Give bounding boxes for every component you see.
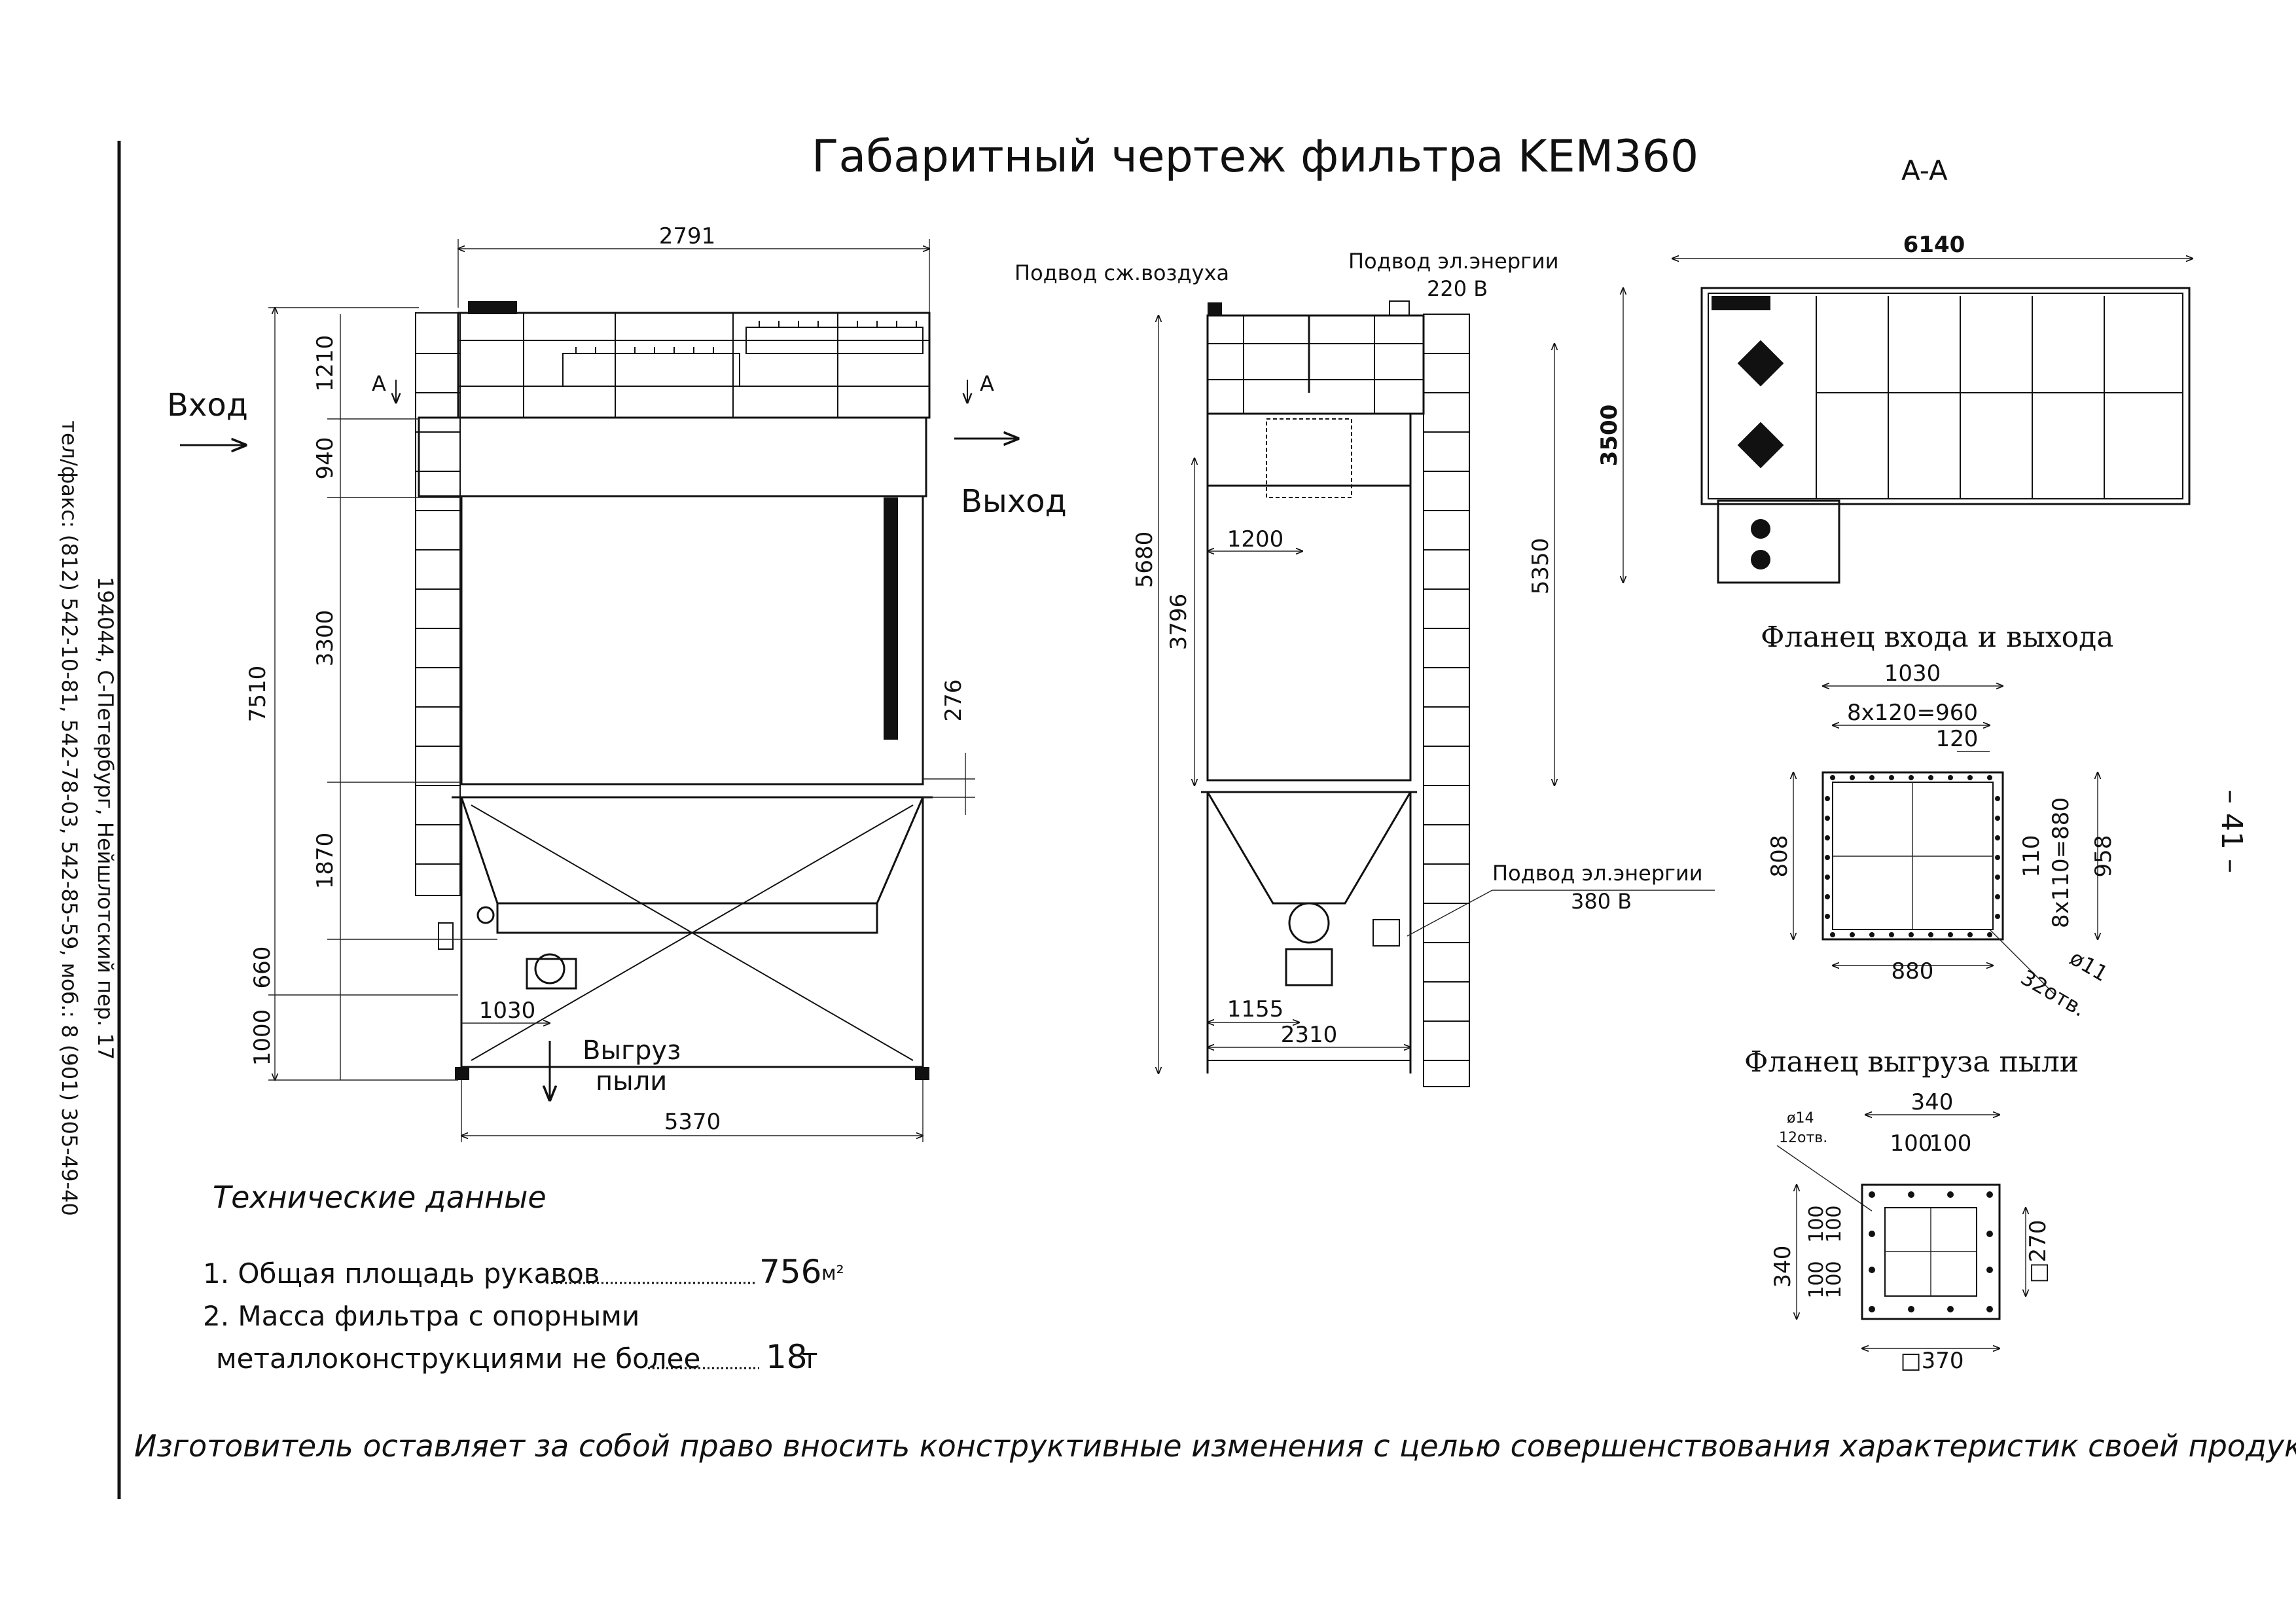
dim-dust-v-d: 100 <box>1823 1261 1846 1298</box>
dust-label-2: пыли <box>596 1066 667 1096</box>
tech-item2-label-a: 2. Масса фильтра с опорными <box>203 1300 639 1332</box>
dim-dust-step-a: 100 <box>1890 1130 1933 1157</box>
dust-hole-count: 12отв. <box>1779 1130 1827 1146</box>
dim-flange-pitch: 8x120=960 <box>1847 700 1978 726</box>
section-mark-right: A <box>980 371 994 396</box>
side-view: Подвод сж.воздуха Подвод эл.энергии 220 … <box>1014 249 1715 1087</box>
dim-total-height: 7510 <box>245 666 271 723</box>
dust-hole-diameter: ø14 <box>1787 1110 1814 1127</box>
tech-item1-label: 1. Общая площадь рукавов <box>203 1257 600 1290</box>
tech-item1-unit: м² <box>821 1262 844 1285</box>
dim-side-height: 5680 <box>1132 532 1158 588</box>
plan-view: 6140 3500 <box>1596 232 2193 584</box>
air-supply-label: Подвод сж.воздуха <box>1014 261 1229 285</box>
dim-flange-pitch-v: 8x110=880 <box>2048 797 2074 928</box>
page-number: – 41 – <box>2215 789 2248 873</box>
dim-dust-v-a: 100 <box>1805 1205 1828 1242</box>
power-380-label-2: 380 В <box>1571 889 1632 914</box>
dim-h3: 3300 <box>312 610 338 667</box>
dim-flange-outer-width: 1030 <box>1884 660 1941 687</box>
dim-flange-width: 1200 <box>1227 526 1284 552</box>
flange-dust: Фланец выгруза пыли 340 ø14 12отв. 100 1… <box>1744 1045 2079 1374</box>
dim-body-height: 3796 <box>1166 594 1192 651</box>
side-address: 194044, С-Петербург, Нейшлотский пер. 17… <box>57 420 118 1216</box>
tech-item1-value: 756 <box>759 1253 821 1291</box>
page-title: Габаритный чертеж фильтра KEM360 <box>812 131 1698 183</box>
tech-data-title: Технические данные <box>213 1180 547 1215</box>
dim-plan-depth: 3500 <box>1596 405 1623 467</box>
power-220-label-2: 220 В <box>1427 276 1488 301</box>
dim-dust-outer: □370 <box>1900 1348 1964 1374</box>
dim-dust-v-b: 100 <box>1823 1205 1846 1242</box>
dim-h1: 1210 <box>312 335 338 392</box>
dim-plan-width: 6140 <box>1903 232 1965 258</box>
address-line: 194044, С-Петербург, Нейшлотский пер. 17 <box>93 577 118 1060</box>
dim-dust-inner: □270 <box>2025 1219 2051 1283</box>
dim-h6: 1000 <box>249 1009 276 1066</box>
section-mark-left: A <box>372 371 386 396</box>
dim-flange-step-v: 110 <box>2018 835 2045 878</box>
power-380-label-1: Подвод эл.энергии <box>1492 861 1703 886</box>
dim-dust-height: 340 <box>1770 1246 1796 1288</box>
tech-data: Технические данные 1. Общая площадь рука… <box>203 1180 844 1376</box>
dim-base-width: 2310 <box>1281 1022 1338 1048</box>
dim-h2: 940 <box>312 437 338 480</box>
dim-dust-v-c: 100 <box>1805 1261 1828 1298</box>
dim-flange-step: 120 <box>1936 726 1979 752</box>
dim-side-offset: 276 <box>941 679 967 722</box>
tech-item2-label-b: металлоконструкциями не более <box>216 1343 700 1375</box>
dim-discharge-offset: 1030 <box>479 998 536 1024</box>
dim-ladder-height: 5350 <box>1528 538 1554 595</box>
flange-dust-title: Фланец выгруза пыли <box>1744 1045 2079 1079</box>
dim-bottom-width: 5370 <box>664 1109 721 1135</box>
flange-holes-diameter: ø11 <box>2066 945 2112 986</box>
tech-item2-value: 18 <box>766 1338 808 1376</box>
flange-inout-title: Фланец входа и выхода <box>1761 621 2113 654</box>
contact-line: тел/факс: (812) 542-10-81, 542-78-03, 54… <box>57 420 82 1216</box>
dust-label-1: Выгруз <box>583 1036 681 1066</box>
outlet-label: Выход <box>961 483 1067 520</box>
tech-item2-unit: т <box>802 1343 817 1375</box>
dim-dust-step-b: 100 <box>1929 1130 1972 1157</box>
section-label: A-A <box>1901 154 1948 187</box>
dim-flange-height: 808 <box>1767 835 1793 878</box>
inlet-label: Вход <box>167 387 248 424</box>
power-220-label-1: Подвод эл.энергии <box>1348 249 1559 274</box>
dim-flange-inner-width: 880 <box>1892 958 1934 984</box>
flange-inout: Фланец входа и выхода 1030 8x120=960 120… <box>1761 621 2117 1022</box>
dim-dust-top-width: 340 <box>1911 1089 1954 1115</box>
front-view: 2791 <box>167 223 1067 1142</box>
dim-top-width: 2791 <box>659 223 716 249</box>
disclaimer-text: Изготовитель оставляет за собой право вн… <box>134 1428 2296 1464</box>
dim-offset-width: 1155 <box>1227 996 1284 1022</box>
dim-h5: 660 <box>249 947 276 989</box>
dim-flange-outer-height: 958 <box>2090 835 2117 878</box>
dim-h4: 1870 <box>312 833 338 890</box>
